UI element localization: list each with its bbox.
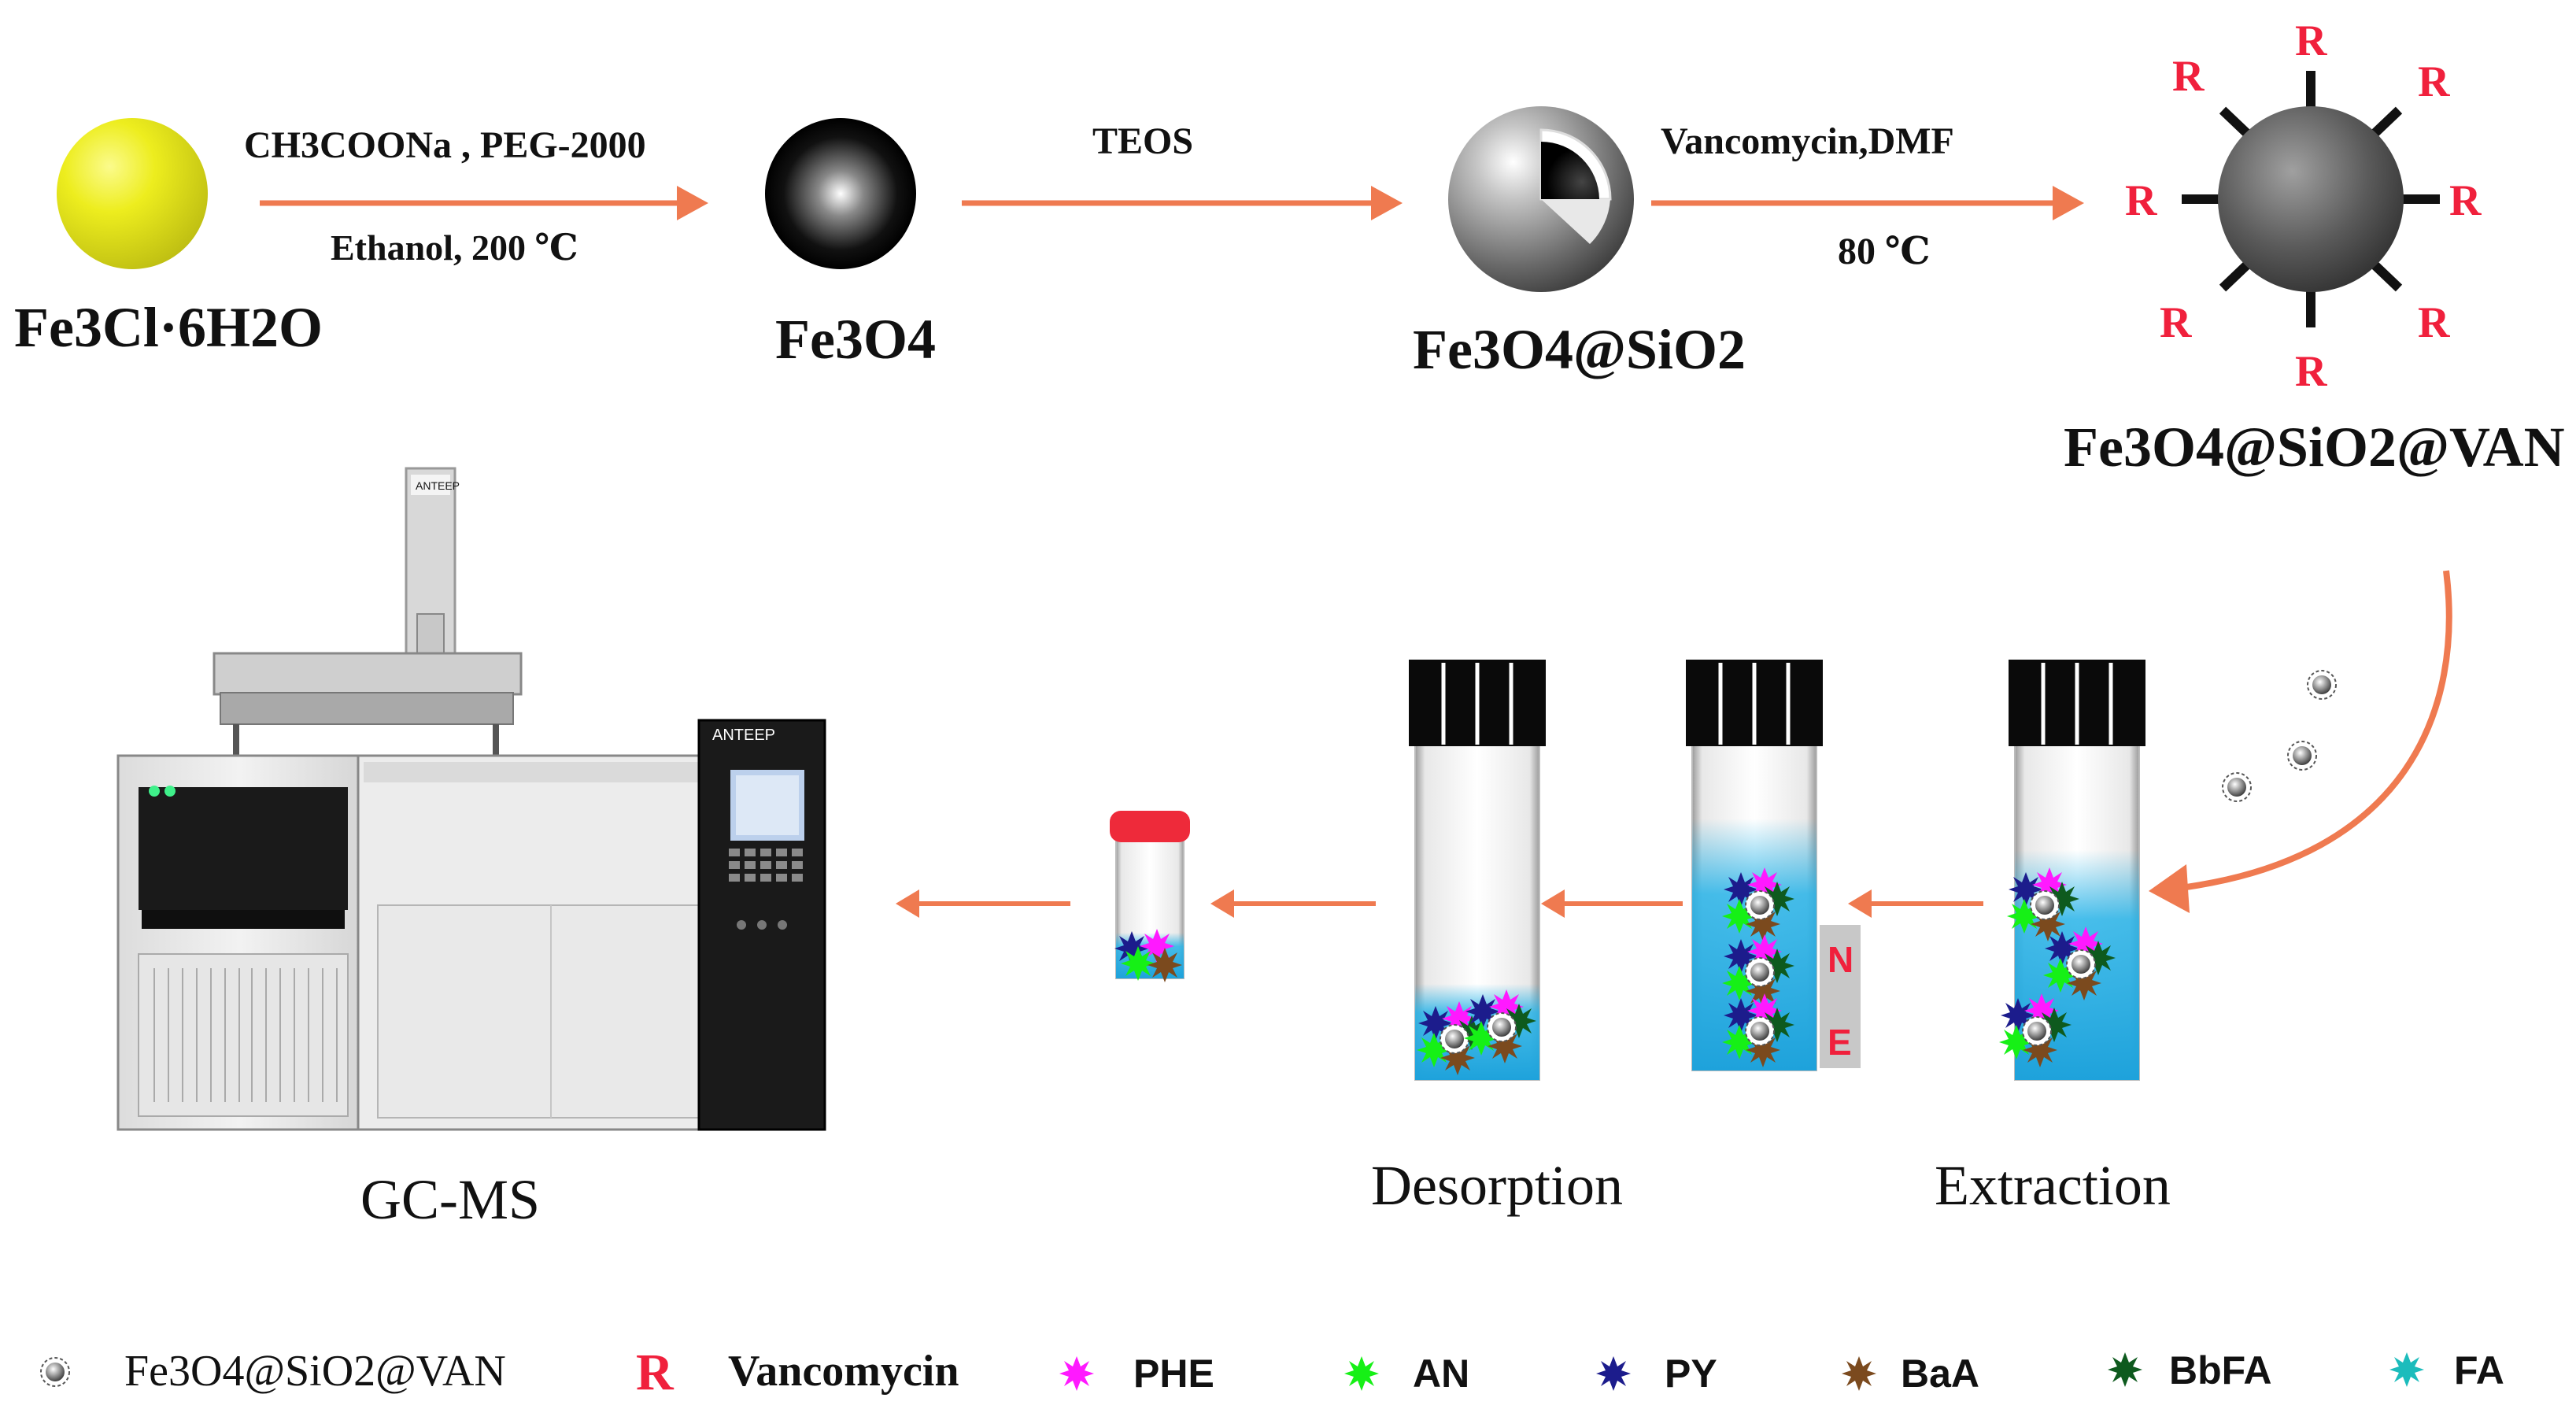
- fe3o4-sio2-sphere: [1448, 106, 1634, 292]
- magnetic-separation-vial: [1686, 660, 1823, 1071]
- dispersed-particles: [2222, 670, 2337, 802]
- step3-arrow: [1651, 186, 2084, 220]
- legend-item-fa: FA: [2389, 1348, 2504, 1392]
- legend-label-bbfa: BbFA: [2169, 1348, 2272, 1392]
- gc-ms-instrument: ANTEEP ANTEEP: [116, 467, 826, 1131]
- r-label: R: [2125, 176, 2157, 225]
- arrow-to-desorption: [1541, 889, 1683, 918]
- r-label: R: [2160, 298, 2192, 347]
- arrow-to-small-vial: [1210, 889, 1376, 918]
- legend-item-py: PY: [1596, 1352, 1717, 1396]
- legend: Fe3O4@SiO2@VAN R Vancomycin PHE AN PY Ba…: [40, 1344, 2504, 1401]
- fe3o4-sio2-label: Fe3O4@SiO2: [1413, 318, 1746, 381]
- autosampler-brand: ANTEEP: [416, 479, 460, 492]
- legend-item-vancomycin: R Vancomycin: [636, 1344, 959, 1401]
- extraction-label: Extraction: [1935, 1154, 2171, 1217]
- r-label: R: [2449, 176, 2482, 225]
- r-label: R: [2295, 17, 2327, 65]
- r-label: R: [2172, 52, 2205, 101]
- fe3o4-sphere: [765, 118, 916, 269]
- legend-label-phe: PHE: [1133, 1352, 1214, 1396]
- step2-reagent: TEOS: [1092, 120, 1193, 162]
- legend-label-particle: Fe3O4@SiO2@VAN: [124, 1347, 506, 1396]
- desorption-vial: [1409, 660, 1546, 1081]
- r-label: R: [2418, 57, 2450, 106]
- legend-item-particle: Fe3O4@SiO2@VAN: [40, 1347, 506, 1396]
- legend-item-baa: BaA: [1842, 1352, 1979, 1396]
- sample-vial: [1110, 811, 1190, 982]
- step1-arrow: [260, 186, 708, 220]
- step3-reagents: Vancomycin,DMF: [1661, 120, 1954, 162]
- step2-arrow: [962, 186, 1403, 220]
- arrow-to-gcms: [896, 889, 1070, 918]
- step3-conditions: 80 ℃: [1838, 231, 1931, 272]
- legend-item-an: AN: [1344, 1352, 1469, 1396]
- legend-label-py: PY: [1665, 1352, 1717, 1396]
- instrument-brand: ANTEEP: [712, 727, 775, 744]
- magnet-north-label: N: [1828, 939, 1853, 980]
- legend-label-vancomycin: Vancomycin: [728, 1347, 959, 1396]
- magnet-east-label: E: [1828, 1022, 1852, 1063]
- addition-arrow: [2149, 570, 2452, 913]
- fe3o4-label: Fe3O4: [775, 308, 936, 371]
- arrow-to-magnet: [1848, 889, 1983, 918]
- legend-item-bbfa: BbFA: [2108, 1348, 2272, 1392]
- precursor-label: Fe3Cl·6H2O: [14, 296, 323, 359]
- step1-reagents: CH3COONa , PEG-2000: [244, 124, 646, 166]
- legend-label-baa: BaA: [1901, 1352, 1979, 1396]
- r-label: R: [2418, 298, 2450, 347]
- magnet: N E: [1820, 925, 1861, 1068]
- extraction-vial: [1999, 660, 2145, 1081]
- legend-item-phe: PHE: [1059, 1352, 1214, 1396]
- legend-label-an: AN: [1413, 1352, 1469, 1396]
- fe3o4-sio2-van-particle: [2182, 71, 2440, 327]
- precursor-sphere: [57, 118, 208, 269]
- legend-label-fa: FA: [2454, 1348, 2504, 1392]
- r-label: R: [2295, 347, 2327, 396]
- desorption-label: Desorption: [1371, 1154, 1623, 1217]
- r-groups: R R R R R R R R: [2125, 17, 2482, 396]
- gc-ms-label: GC-MS: [360, 1168, 540, 1231]
- final-product-label: Fe3O4@SiO2@VAN: [2064, 416, 2565, 479]
- legend-symbol-r: R: [636, 1344, 674, 1401]
- step1-conditions: Ethanol, 200 ℃: [331, 227, 578, 268]
